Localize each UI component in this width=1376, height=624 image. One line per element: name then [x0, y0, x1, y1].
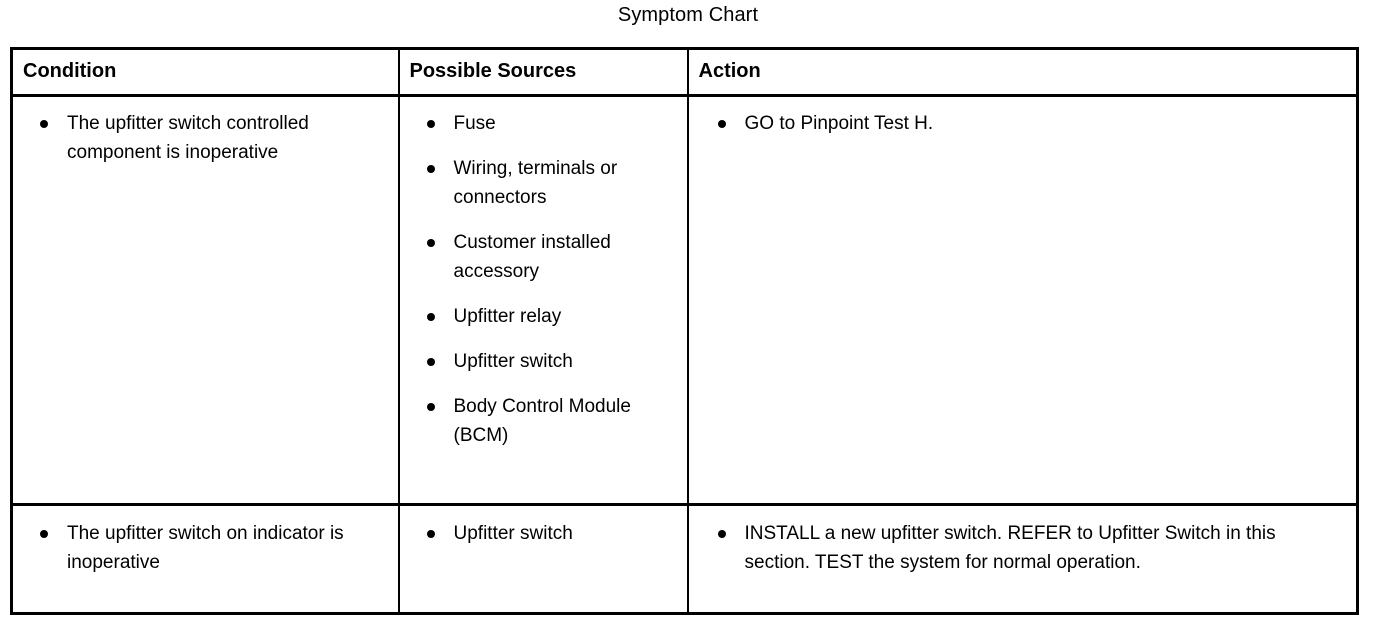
action-list: GO to Pinpoint Test H. — [689, 97, 1357, 148]
possible-sources-list: Upfitter switch — [400, 506, 687, 558]
column-header-possible-sources-label: Possible Sources — [409, 60, 577, 82]
column-header-action-label: Action — [698, 60, 761, 82]
column-header-condition-label: Condition — [23, 60, 117, 82]
possible-sources-list: Fuse Wiring, terminals or connectors Cus… — [400, 97, 687, 460]
list-item: Fuse — [426, 109, 673, 138]
cell-possible-sources: Upfitter switch — [397, 503, 689, 615]
list-item: Body Control Module (BCM) — [426, 392, 673, 450]
list-item: Upfitter switch — [426, 347, 673, 376]
column-header-possible-sources: Possible Sources — [397, 47, 689, 97]
cell-action: GO to Pinpoint Test H. — [686, 94, 1359, 506]
condition-list: The upfitter switch controlled component… — [13, 97, 398, 177]
list-item: Upfitter switch — [426, 519, 673, 548]
list-item: GO to Pinpoint Test H. — [717, 109, 1333, 138]
table-row: The upfitter switch on indicator is inop… — [10, 503, 1359, 615]
cell-condition: The upfitter switch on indicator is inop… — [10, 503, 400, 615]
list-item: Wiring, terminals or connectors — [426, 154, 673, 212]
list-item: The upfitter switch on indicator is inop… — [39, 519, 384, 577]
table-body: The upfitter switch controlled component… — [10, 94, 1359, 615]
table-row: The upfitter switch controlled component… — [10, 94, 1359, 506]
column-header-action: Action — [686, 47, 1359, 97]
page-title: Symptom Chart — [617, 4, 759, 26]
cell-condition: The upfitter switch controlled component… — [10, 94, 400, 506]
list-item: Upfitter relay — [426, 302, 673, 331]
cell-possible-sources: Fuse Wiring, terminals or connectors Cus… — [397, 94, 689, 506]
action-list: INSTALL a new upfitter switch. REFER to … — [689, 506, 1357, 587]
symptom-chart-table: Condition Possible Sources Action The up… — [10, 47, 1359, 615]
list-item: Customer installed accessory — [426, 228, 673, 286]
table-header: Condition Possible Sources Action — [10, 47, 1359, 97]
list-item: INSTALL a new upfitter switch. REFER to … — [717, 519, 1333, 577]
list-item: The upfitter switch controlled component… — [39, 109, 384, 167]
column-header-condition: Condition — [10, 47, 400, 97]
table-header-row: Condition Possible Sources Action — [10, 47, 1359, 97]
cell-action: INSTALL a new upfitter switch. REFER to … — [686, 503, 1359, 615]
condition-list: The upfitter switch on indicator is inop… — [13, 506, 398, 587]
